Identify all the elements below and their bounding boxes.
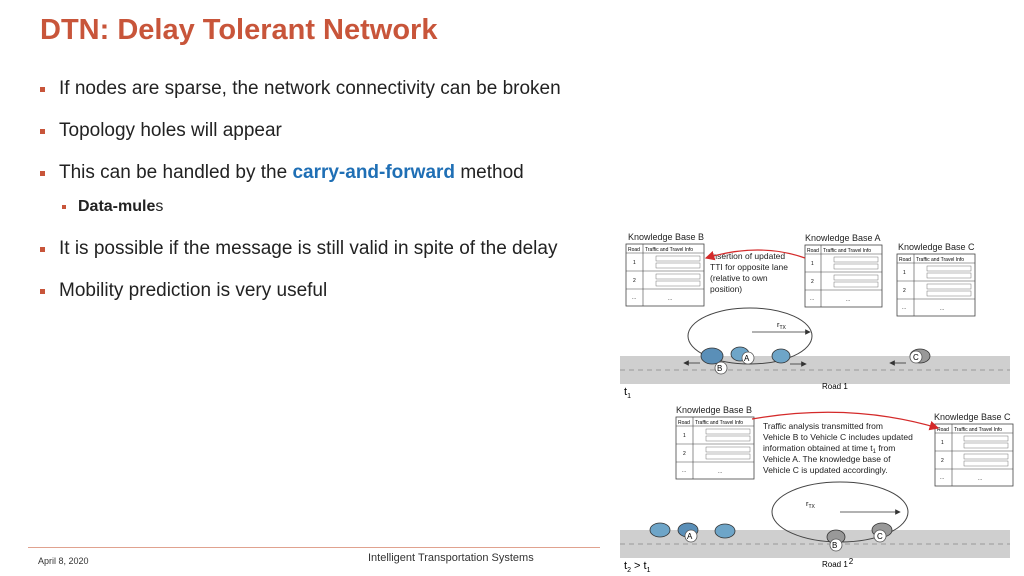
col-road: Road bbox=[899, 257, 911, 263]
annotation-line: TTI for opposite lane bbox=[710, 262, 788, 272]
footer-course: Intelligent Transportation Systems bbox=[368, 552, 534, 564]
car-top-extra bbox=[771, 348, 791, 364]
kb-table-a: Road Traffic and Travel Info 1 2 ... ... bbox=[804, 244, 883, 308]
row-label: ... bbox=[940, 475, 944, 481]
kb-c-title-bottom: Knowledge Base C bbox=[934, 412, 1011, 422]
vehicle-a-label: A bbox=[744, 354, 750, 363]
vehicle-b-label: B bbox=[717, 364, 722, 373]
row-label: 2 bbox=[633, 278, 636, 284]
row-label: 1 bbox=[811, 261, 814, 267]
col-road: Road bbox=[678, 420, 690, 426]
bullet-text-after: method bbox=[455, 162, 524, 183]
vehicle-b-label: B bbox=[832, 541, 837, 550]
bullet-marker bbox=[40, 129, 45, 134]
bullet-marker bbox=[40, 171, 45, 176]
carry-and-forward-highlight: carry-and-forward bbox=[292, 162, 456, 183]
vehicle-a-label: A bbox=[687, 532, 693, 541]
data-mule-bold: Data-mule bbox=[78, 198, 156, 215]
rtx-label-bottom: rTX bbox=[806, 499, 816, 510]
annotation-line: Traffic analysis transmitted from bbox=[763, 421, 883, 431]
bullet-marker bbox=[40, 247, 45, 252]
transmission-arrow bbox=[751, 411, 940, 431]
range-circle-top bbox=[687, 307, 813, 365]
car-a-bottom: A bbox=[684, 529, 698, 543]
kb-table-c-top: Road Traffic and Travel Info 1 2 ... ... bbox=[896, 253, 976, 317]
road-top bbox=[620, 356, 1010, 384]
sub-bullet-text: Data-mules bbox=[78, 198, 163, 216]
footer-divider bbox=[28, 547, 600, 548]
time-label-t1: t1 bbox=[624, 386, 631, 400]
col-road: Road bbox=[937, 427, 949, 433]
kb-a-title: Knowledge Base A bbox=[805, 233, 881, 243]
row-ellipsis: ... bbox=[978, 476, 982, 482]
kb-c-title-top: Knowledge Base C bbox=[898, 242, 975, 252]
vehicle-c-label: C bbox=[877, 532, 883, 541]
annotation-line: Vehicle B to Vehicle C includes updated bbox=[763, 432, 913, 442]
col-info: Traffic and Travel Info bbox=[954, 427, 1002, 433]
data-mule-suffix: s bbox=[155, 198, 164, 215]
row-label: 2 bbox=[903, 288, 906, 294]
vehicle-c-label: C bbox=[913, 353, 919, 362]
row-label: ... bbox=[632, 295, 636, 301]
row-label: 2 bbox=[683, 451, 686, 457]
bullet-text: Topology holes will appear bbox=[59, 120, 282, 141]
bullet-text: This can be handled by the carry-and-for… bbox=[59, 162, 524, 184]
bullet-text: It is possible if the message is still v… bbox=[59, 238, 558, 259]
annotation-line: Vehicle C is updated accordingly. bbox=[763, 465, 888, 475]
bullet-text: If nodes are sparse, the network connect… bbox=[59, 78, 561, 99]
kb-b-title-bottom: Knowledge Base B bbox=[676, 405, 752, 415]
col-road: Road bbox=[807, 248, 819, 254]
slide-title: DTN: Delay Tolerant Network bbox=[40, 14, 438, 46]
annotation-line: (relative to own bbox=[710, 273, 768, 283]
annotation-line: Vehicle A. The knowledge base of bbox=[763, 454, 891, 464]
row-ellipsis: ... bbox=[846, 297, 850, 303]
kb-table-b-top: Road Traffic and Travel Info 1 2 ... ... bbox=[625, 243, 705, 307]
sub-bullet-marker bbox=[62, 205, 66, 209]
row-label: 1 bbox=[941, 440, 944, 446]
insertion-arrow bbox=[704, 249, 806, 261]
row-label: 2 bbox=[941, 458, 944, 464]
kb-table-b-bottom: Road Traffic and Travel Info 1 2 ... ... bbox=[675, 416, 755, 480]
row-label: ... bbox=[682, 468, 686, 474]
road-label-bottom: Road 12 bbox=[822, 557, 854, 569]
car-a-top: A bbox=[730, 346, 755, 365]
col-info: Traffic and Travel Info bbox=[695, 420, 743, 426]
rtx-label-top: rTX bbox=[777, 320, 787, 331]
car-c-top: C bbox=[909, 348, 931, 364]
row-label: ... bbox=[810, 296, 814, 302]
annotation-insertion: Insertion of updated TTI for opposite la… bbox=[710, 251, 788, 294]
row-label: 1 bbox=[683, 433, 686, 439]
col-info: Traffic and Travel Info bbox=[823, 248, 871, 254]
bullet-marker bbox=[40, 87, 45, 92]
car-b-top: B bbox=[700, 347, 728, 375]
time-label-t2: t2 > t1 bbox=[624, 560, 651, 574]
row-ellipsis: ... bbox=[668, 296, 672, 302]
col-road: Road bbox=[628, 247, 640, 253]
col-info: Traffic and Travel Info bbox=[645, 247, 693, 253]
annotation-traffic-analysis: Traffic analysis transmitted from Vehicl… bbox=[763, 421, 913, 475]
col-info: Traffic and Travel Info bbox=[916, 257, 964, 263]
car-b-bottom: B bbox=[826, 529, 846, 552]
kb-b-title-top: Knowledge Base B bbox=[628, 232, 704, 242]
row-label: 2 bbox=[811, 279, 814, 285]
bullet-text-before: This can be handled by the bbox=[59, 162, 293, 183]
road-label-top: Road 1 bbox=[822, 382, 848, 391]
road-bottom bbox=[620, 530, 1010, 558]
car-c-bottom: C bbox=[871, 522, 893, 543]
row-ellipsis: ... bbox=[940, 306, 944, 312]
row-ellipsis: ... bbox=[718, 469, 722, 475]
bullet-marker bbox=[40, 289, 45, 294]
annotation-line: information obtained at time t1 from bbox=[763, 443, 895, 455]
bullet-text: Mobility prediction is very useful bbox=[59, 280, 328, 301]
row-label: ... bbox=[902, 305, 906, 311]
footer-date: April 8, 2020 bbox=[38, 556, 89, 566]
annotation-line: position) bbox=[710, 284, 742, 294]
row-label: 1 bbox=[633, 260, 636, 266]
range-circle-bottom bbox=[771, 481, 909, 543]
row-label: 1 bbox=[903, 270, 906, 276]
annotation-line: Insertion of updated bbox=[710, 251, 785, 261]
cars-left-bottom bbox=[649, 522, 736, 539]
kb-table-c-bottom: Road Traffic and Travel Info 1 2 ... ... bbox=[934, 423, 1014, 487]
